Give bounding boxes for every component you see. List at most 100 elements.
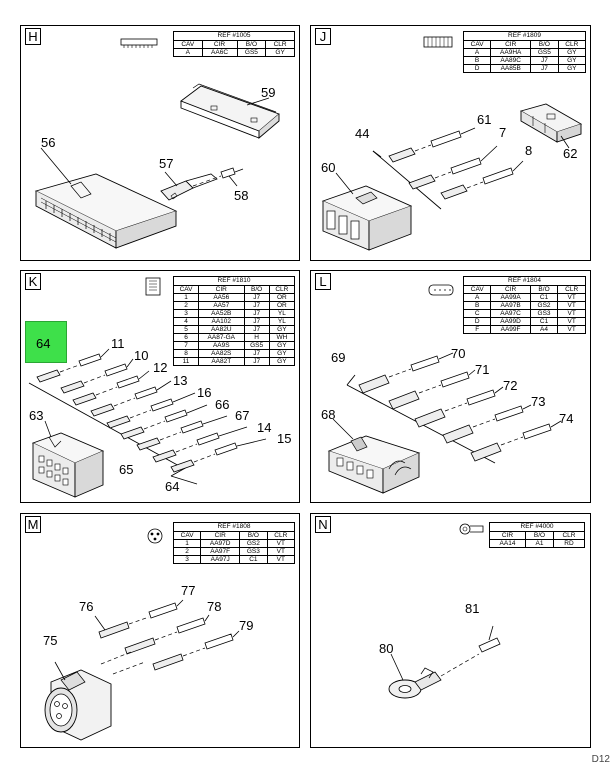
ref-table-cell: GS3 (529, 309, 559, 318)
ref-table-header-cell: CAV (462, 40, 492, 49)
ref-table-cell: A (462, 48, 492, 57)
ref-table-cell: AA85B (490, 64, 532, 73)
ref-table-header-cell: CIR (490, 285, 531, 294)
callout-11: 11 (111, 336, 125, 351)
callout-72: 72 (503, 378, 518, 393)
panel-j-letter: J (315, 28, 331, 45)
ref-table-cell: F (462, 325, 492, 334)
panel-n-illustration (388, 523, 501, 699)
ref-table-cell: A (173, 48, 203, 57)
panel-m-ref-title: REF #1808 (173, 522, 295, 531)
ref-table-header-cell: CIR (488, 531, 527, 540)
ref-table-cell: H (243, 333, 270, 342)
ref-table-cell: C1 (239, 555, 268, 564)
callout-13: 13 (173, 373, 188, 388)
ref-table-cell: AA99D (490, 317, 531, 326)
panel-j-illustration (321, 36, 583, 251)
panel-m-letter: M (25, 516, 41, 533)
ref-table-cell: VT (266, 547, 296, 556)
ref-table-cell: J7 (530, 64, 559, 73)
ref-table-cell: WH (268, 333, 296, 342)
ref-table-cell: YL (268, 317, 296, 326)
ref-table-cell: VT (557, 293, 586, 302)
callout-81: 81 (465, 601, 480, 616)
ref-table-header-cell: CAV (172, 531, 202, 540)
ref-table-header-cell: B/O (236, 40, 267, 49)
ref-table-cell: AA102 (198, 317, 245, 326)
callout-63: 63 (29, 408, 44, 423)
ref-table-cell: D (462, 64, 492, 73)
panel-n-letter: N (315, 516, 331, 533)
ref-table-cell: GY (268, 357, 296, 366)
callout-79: 79 (239, 618, 254, 633)
callout-64-top: 64 (36, 336, 51, 351)
ref-table-cell: 3 (172, 555, 202, 564)
ref-table-cell: AA9HA (490, 48, 532, 57)
callout-14: 14 (257, 420, 272, 435)
ref-table-cell: VT (557, 301, 586, 310)
callout-74: 74 (559, 411, 574, 426)
callout-69: 69 (331, 350, 346, 365)
ref-table-cell: GS5 (530, 48, 559, 57)
callout-78: 78 (207, 599, 222, 614)
ref-table-header-cell: CLR (266, 531, 296, 540)
callout-64-bottom: 64 (165, 479, 180, 494)
ref-table-cell: 2 (172, 301, 200, 310)
ref-table-cell: GY (557, 48, 587, 57)
ref-table-cell: 3 (172, 309, 200, 318)
panel-l-ref-title: REF #1804 (463, 276, 586, 285)
ref-table-cell: GS5 (243, 341, 270, 350)
page-footer: D12 (591, 754, 610, 765)
callout-65: 65 (119, 462, 134, 477)
ref-table-cell: RD (552, 539, 586, 548)
ref-table-cell: GY (265, 48, 295, 57)
ref-table-cell: 11 (172, 357, 200, 366)
callout-68: 68 (321, 407, 336, 422)
ref-table-cell: VT (557, 325, 586, 334)
callout-62: 62 (563, 146, 578, 161)
ref-table-cell: VT (557, 317, 586, 326)
ref-table-cell: AA82S (198, 349, 245, 358)
callout-15: 15 (277, 431, 292, 446)
ref-table-header-cell: B/O (243, 285, 270, 294)
panel-h-ref-title: REF #1005 (173, 31, 295, 40)
ref-table-header-cell: CIR (200, 531, 241, 540)
panel-k-illustration (28, 277, 267, 498)
callout-58: 58 (234, 188, 249, 203)
callout-12: 12 (153, 360, 168, 375)
ref-table-cell: 4 (172, 317, 200, 326)
ref-table-header-cell: B/O (239, 531, 268, 540)
panel-h-illustration (34, 38, 280, 249)
ref-table-header-cell: CLR (268, 285, 296, 294)
ref-table-header-cell: CAV (172, 285, 200, 294)
ref-table-header-cell: CLR (557, 40, 587, 49)
callout-77: 77 (181, 583, 196, 598)
ref-table-cell: AA82U (198, 325, 245, 334)
ref-table-cell: GS2 (239, 539, 268, 548)
panel-h-letter: H (25, 28, 41, 45)
ref-table-cell: J7 (243, 357, 270, 366)
callout-10: 10 (134, 348, 149, 363)
callout-80: 80 (379, 641, 394, 656)
ref-table-cell: AA97D (200, 539, 241, 548)
panel-j-ref-title: REF #1809 (463, 31, 586, 40)
